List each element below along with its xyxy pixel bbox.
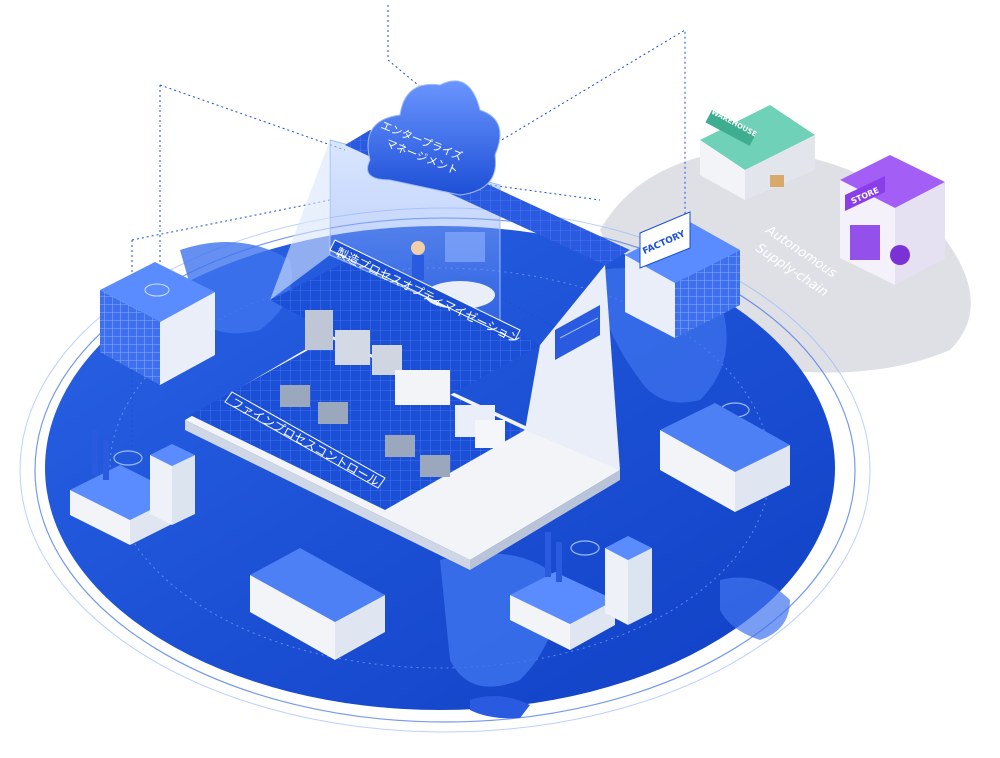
warehouse-right: [660, 403, 790, 512]
factory-left-bottom: [70, 430, 195, 545]
warehouse-bottom-left: [250, 548, 385, 660]
factory-bottom-right: [510, 532, 652, 650]
cloud-icon: エンタープライズ マネージメント: [367, 80, 501, 196]
factory-building: FACTORY: [625, 211, 740, 338]
warehouse-building: WAREHOUSE: [700, 105, 815, 200]
office-building-left: [100, 262, 215, 385]
store-building: STORE: [840, 155, 945, 285]
